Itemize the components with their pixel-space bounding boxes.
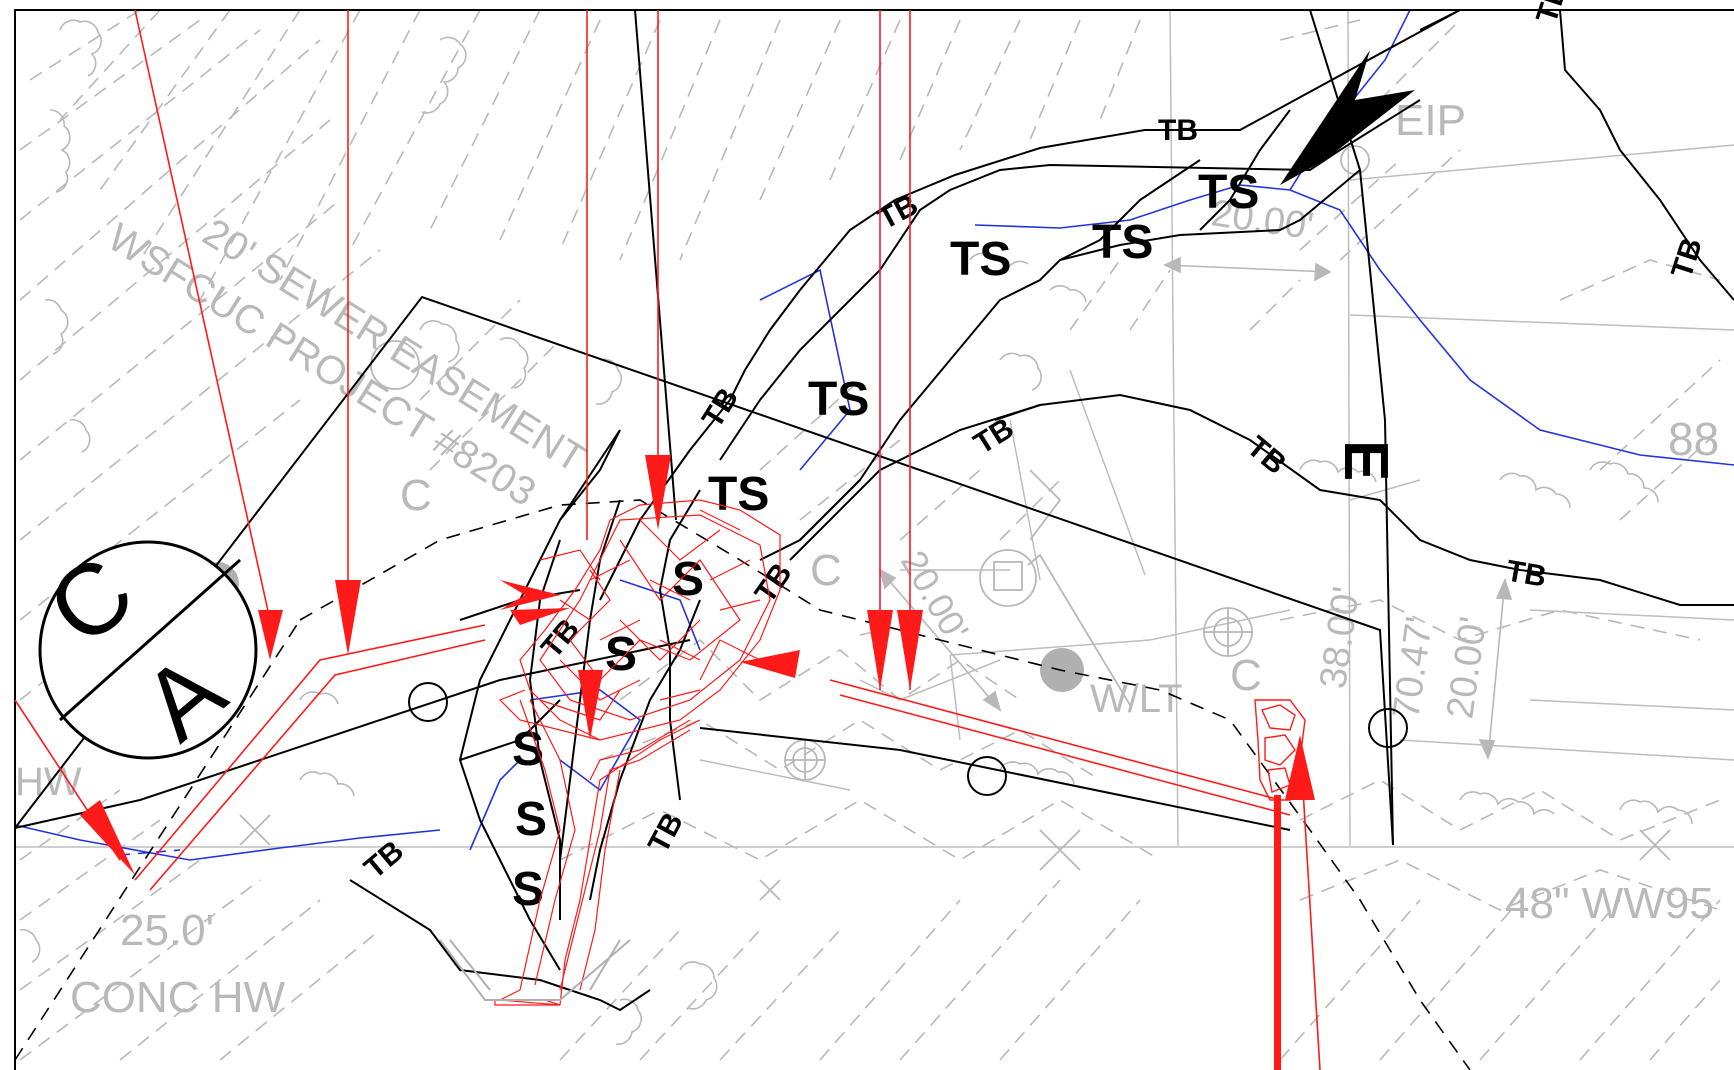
survey-x-marks: [239, 814, 1671, 901]
red-arrow-4: [867, 610, 893, 690]
wlt-label: W/LT: [1090, 677, 1183, 721]
sheet-border: [14, 9, 1734, 1070]
tb-label-5: TB: [1241, 430, 1293, 481]
e-label: E: [1331, 440, 1400, 481]
c-label-gray-3: C: [1230, 651, 1262, 700]
red-arrow-11: [1285, 735, 1315, 800]
ts-label-2: TS: [950, 233, 1011, 286]
dashed-reference-lines: [14, 499, 1471, 1070]
s-label-4: S: [515, 793, 547, 846]
red-arrow-10: [740, 650, 800, 678]
red-arrow-8: [500, 580, 560, 610]
red-post: [1274, 795, 1281, 1070]
dim-70-label: 70.47': [1385, 614, 1441, 721]
red-arrow-6: [578, 670, 603, 740]
tb-label-1: TB: [1158, 114, 1198, 147]
red-arrow-5: [897, 610, 923, 690]
red-arrow-2: [335, 580, 361, 655]
tb-label-7: TB: [1665, 234, 1709, 282]
s-label-5: S: [512, 863, 544, 916]
tb-label-6: TB: [1504, 554, 1549, 593]
ts-label-3: TS: [1092, 216, 1153, 269]
eip-label: EIP: [1395, 96, 1466, 145]
tb-label-3: TB: [696, 382, 745, 433]
s-label-3: S: [512, 723, 544, 776]
sewer-project-label: WSFCUC PROJECT #8203: [100, 215, 543, 515]
utility-symbols: [370, 145, 1370, 781]
dim-25-label: 25.0': [120, 906, 214, 955]
background-annotations: 20' SEWER EASEMENT WSFCUC PROJECT #8203 …: [15, 96, 1719, 1022]
background-property-lines: [15, 9, 1734, 848]
headwall-symbol: [439, 939, 631, 1001]
ts-label-1: TS: [1198, 166, 1259, 219]
red-arrow-1: [258, 610, 283, 660]
background-contours: [19, 9, 1721, 1061]
red-arrow-3: [645, 455, 671, 530]
ts-label-4: TS: [808, 373, 869, 426]
ts-labels: TS TS TS TS TS: [708, 166, 1259, 521]
num-88-label: 88: [1668, 413, 1719, 465]
tb-label-12: TB: [358, 834, 410, 885]
main-linework: [14, 9, 1734, 1070]
c-label-gray-1: C: [400, 471, 432, 520]
tb-label-4: TB: [968, 412, 1019, 461]
water-edge-lines: [14, 9, 1734, 861]
red-arrow-markers: [80, 455, 1315, 1070]
s-label-2: S: [605, 628, 637, 681]
pipe-48-label: 48" WW95: [1505, 879, 1714, 928]
hw-label: HW: [15, 760, 82, 804]
red-arrow-7: [80, 800, 135, 875]
tree-cloud-symbols: [19, 19, 1693, 1045]
dim-20-c: 20.00': [1439, 614, 1495, 721]
section-callout-divider: [59, 558, 241, 722]
red-markup-lines: [14, 9, 1321, 1070]
dimension-lines: [859, 256, 1513, 761]
monument-circles: [408, 682, 1408, 796]
section-callout-circle: [38, 540, 258, 760]
dim-38-label: 38.00': [1312, 584, 1368, 691]
riprap-hatch: [494, 499, 781, 1006]
tb-label-8: TB: [1530, 0, 1574, 27]
north-arrow-icon: [1280, 50, 1415, 185]
conc-hw-label: CONC HW: [70, 973, 286, 1022]
c-label-gray-2: C: [810, 546, 842, 595]
s-labels: S S S S S: [512, 553, 704, 916]
ts-label-5: TS: [708, 468, 769, 521]
red-arrow-9: [510, 608, 570, 625]
